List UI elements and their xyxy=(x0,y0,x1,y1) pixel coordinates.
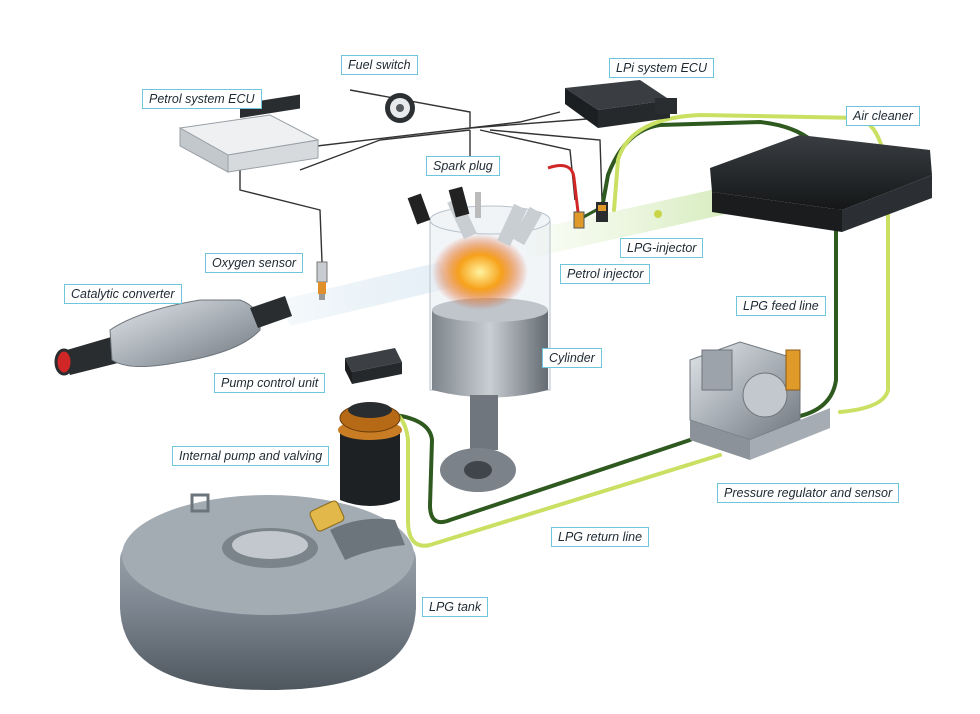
lpg-tank-icon xyxy=(120,493,416,690)
catalytic-converter-icon xyxy=(54,296,292,376)
label-internal-pump: Internal pump and valving xyxy=(172,446,330,466)
label-pump-control-unit: Pump control unit xyxy=(214,373,326,393)
label-lpg-tank: LPG tank xyxy=(422,597,489,617)
label-petrol-injector: Petrol injector xyxy=(560,264,651,284)
label-lpg-return-line: LPG return line xyxy=(551,527,650,547)
pump-control-unit-icon xyxy=(345,348,402,384)
label-lpg-injector: LPG-injector xyxy=(620,238,704,258)
pressure-regulator-icon xyxy=(689,341,830,460)
cylinder-icon xyxy=(429,196,551,492)
label-oxygen-sensor: Oxygen sensor xyxy=(205,253,304,273)
fuel-switch-icon xyxy=(385,93,415,123)
air-cleaner-icon xyxy=(710,135,932,232)
label-fuel-switch: Fuel switch xyxy=(341,55,418,75)
label-petrol-ecu: Petrol system ECU xyxy=(142,89,262,109)
air-sensor-dot xyxy=(654,210,662,218)
label-lpi-ecu: LPi system ECU xyxy=(609,58,714,78)
label-spark-plug: Spark plug xyxy=(426,156,500,176)
spark-plug-icon xyxy=(407,164,580,225)
oxygen-sensor-icon xyxy=(316,261,328,300)
label-cylinder: Cylinder xyxy=(542,348,602,368)
petrol-injector-icon xyxy=(573,211,585,229)
internal-pump-icon xyxy=(309,402,402,532)
exhaust-stream xyxy=(280,262,450,326)
label-air-cleaner: Air cleaner xyxy=(846,106,920,126)
lpg-injector-icon xyxy=(596,202,608,222)
air-intake-stream xyxy=(520,188,735,258)
combustion-flame xyxy=(432,234,528,310)
petrol-ecu-icon xyxy=(178,94,320,173)
lpi-ecu-icon xyxy=(565,80,677,128)
label-catalytic-converter: Catalytic converter xyxy=(64,284,182,304)
label-lpg-feed-line: LPG feed line xyxy=(736,296,826,316)
label-pressure-regulator: Pressure regulator and sensor xyxy=(717,483,900,503)
